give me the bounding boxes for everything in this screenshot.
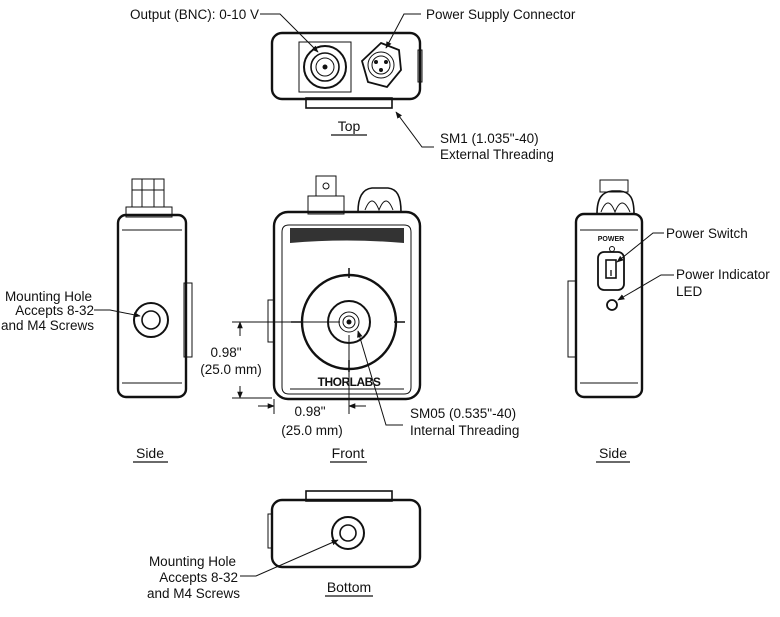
power-switch-label: Power Switch xyxy=(666,226,748,241)
mounting-hole-left-sublabel: Accepts 8-32 xyxy=(15,303,94,318)
output-bnc-label: Output (BNC): 0-10 V xyxy=(130,7,259,22)
top-view-title: Top xyxy=(338,118,361,134)
vertical-dimension-sublabel: (25.0 mm) xyxy=(200,362,262,377)
right-side-view-title: Side xyxy=(599,445,627,461)
left-side-view-title: Side xyxy=(136,445,164,461)
mounting-hole-bottom-sublabel: Accepts 8-32 xyxy=(159,570,238,585)
mounting-hole-bottom-label: Mounting Hole xyxy=(149,554,236,569)
front-view-title: Front xyxy=(332,445,365,461)
horizontal-dimension-label: 0.98" xyxy=(294,404,325,419)
mounting-hole-bottom-sublabel-2: and M4 Screws xyxy=(147,586,240,601)
bottom-view-title: Bottom xyxy=(327,579,371,595)
horizontal-dimension-sublabel: (25.0 mm) xyxy=(281,423,343,438)
mounting-hole-left-sublabel-2: and M4 Screws xyxy=(1,318,94,333)
sm05-thread-sublabel: Internal Threading xyxy=(410,423,519,438)
left-side-view xyxy=(116,178,193,399)
mounting-hole-left-label: Mounting Hole xyxy=(5,289,92,304)
power-connector-label: Power Supply Connector xyxy=(426,7,576,22)
right-side-view xyxy=(567,179,644,399)
power-led-sublabel: LED xyxy=(676,284,703,299)
power-panel-label: POWER xyxy=(598,236,624,243)
power-led-label: Power Indicator xyxy=(676,267,770,282)
sm1-thread-sublabel: External Threading xyxy=(440,147,554,162)
front-view xyxy=(267,175,422,401)
top-view xyxy=(270,31,423,109)
sm05-thread-label: SM05 (0.535"-40) xyxy=(410,406,516,421)
sm1-thread-label: SM1 (1.035"-40) xyxy=(440,131,539,146)
bottom-view xyxy=(267,490,422,569)
vertical-dimension-label: 0.98" xyxy=(210,345,241,360)
